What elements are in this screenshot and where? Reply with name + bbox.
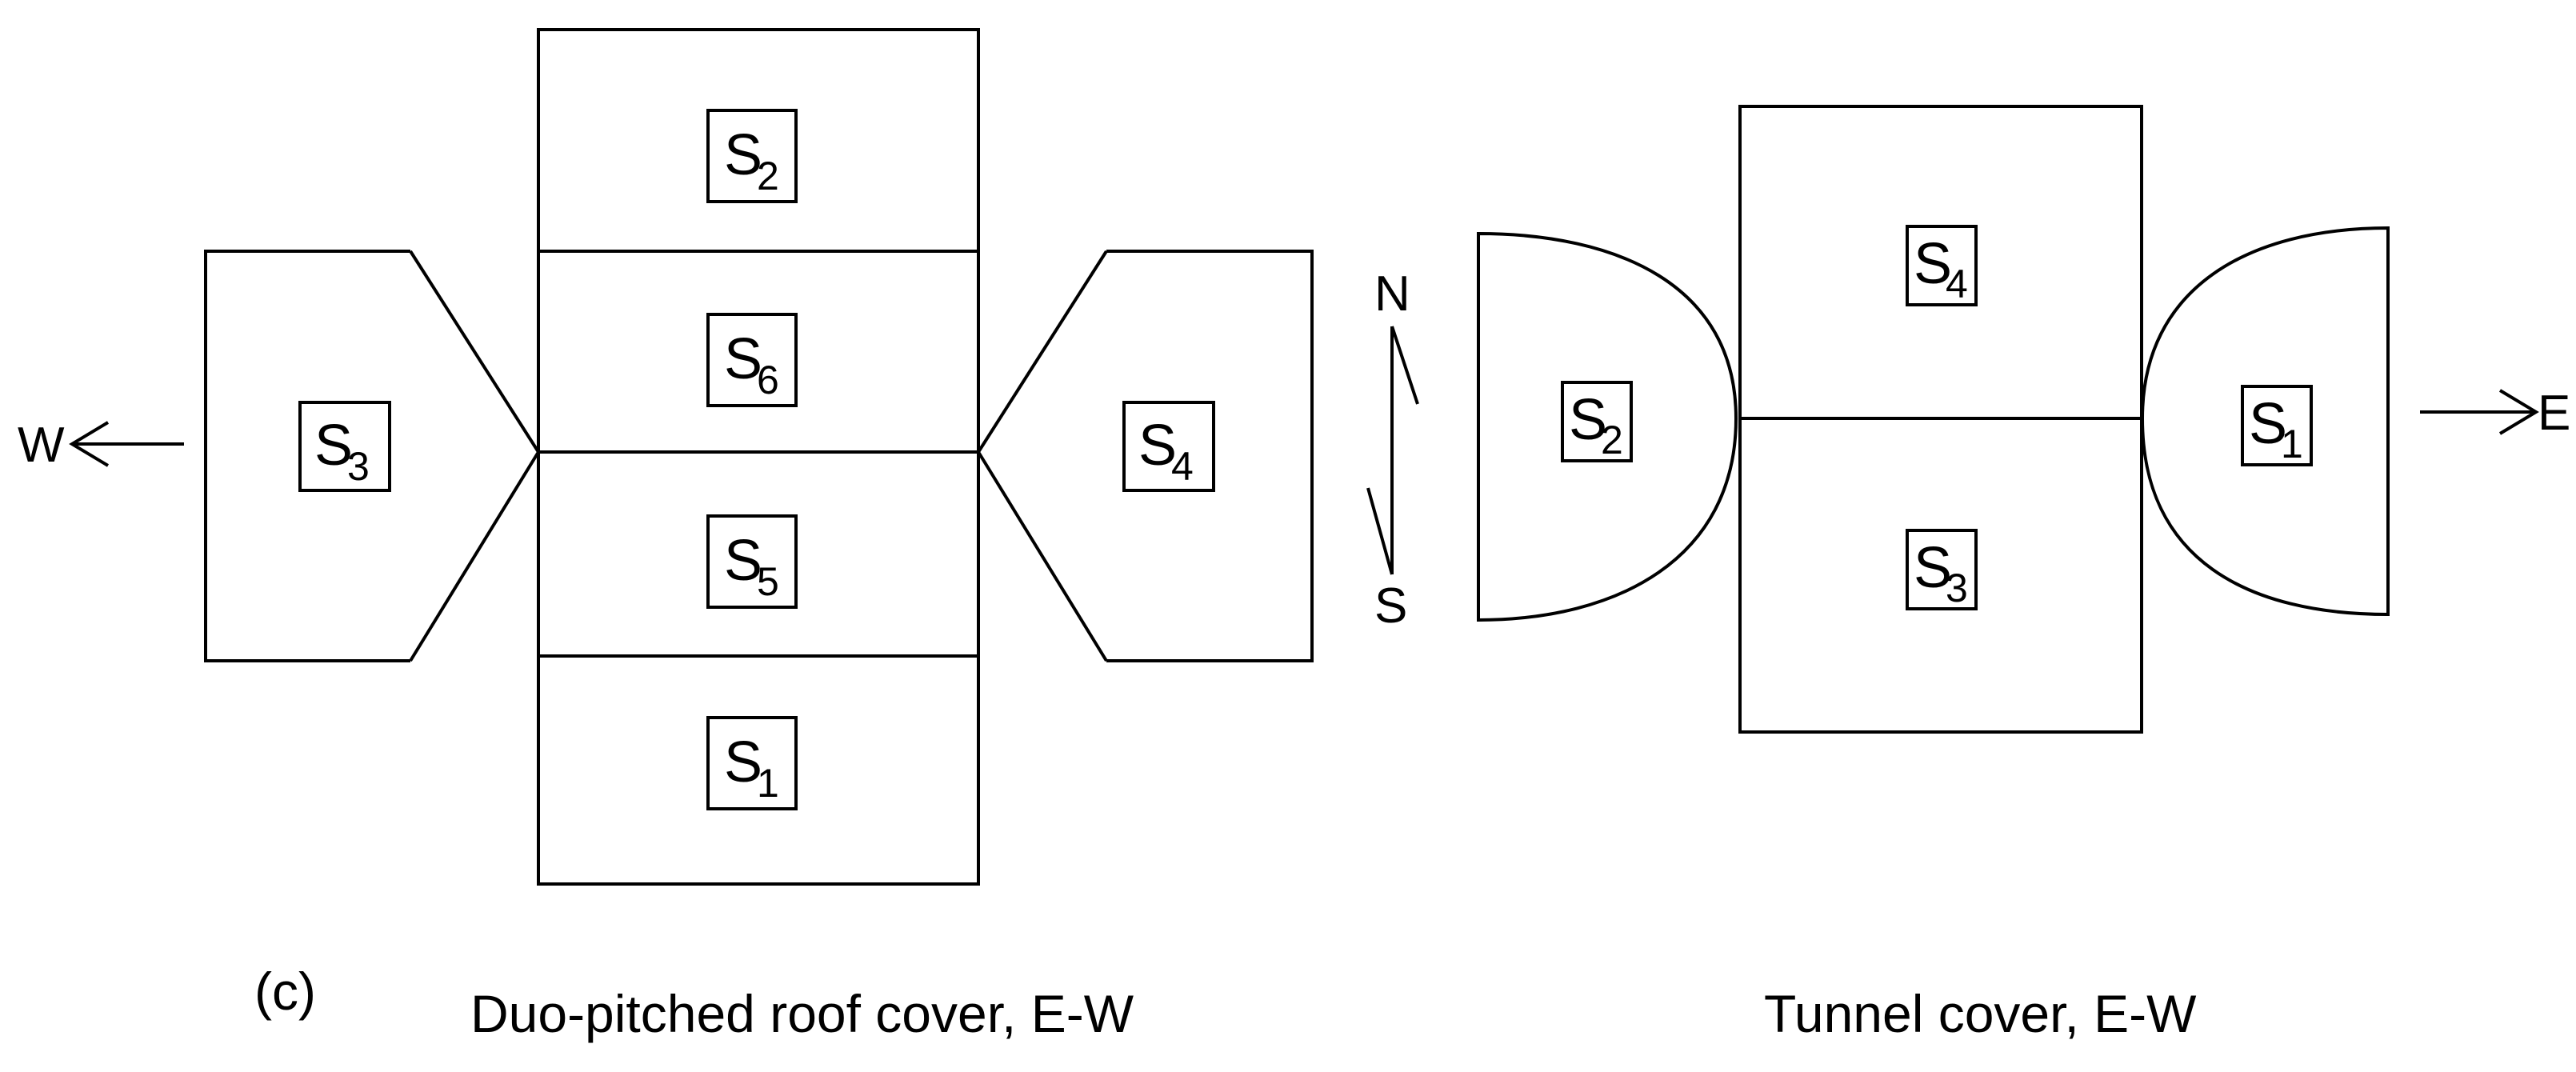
svg-text:2: 2 [1601, 418, 1623, 462]
svg-text:4: 4 [1171, 444, 1194, 489]
duo-pitched-caption: Duo-pitched roof cover, E-W [470, 984, 1134, 1043]
svg-text:1: 1 [2281, 422, 2303, 466]
svg-text:1: 1 [757, 761, 779, 806]
compass-south-tick [1366, 487, 1394, 575]
tunnel-surface-bottom-label: S 3 [1906, 529, 1978, 610]
svg-text:S: S [2249, 392, 2287, 456]
compass-south-label: S [1374, 578, 1407, 634]
svg-text:2: 2 [757, 154, 779, 198]
svg-text:S: S [314, 414, 353, 478]
west-gable-upper-edge [409, 250, 540, 454]
compass-north-label: N [1374, 266, 1410, 322]
svg-text:3: 3 [1946, 566, 1968, 610]
svg-text:S: S [1569, 388, 1607, 452]
svg-text:S: S [724, 327, 762, 391]
west-gable-lower-edge [409, 450, 540, 662]
roof-central-strip [537, 28, 980, 886]
duo-pitched-roof-panel: S 2 S 6 S 5 S 1 S 3 S 4 [18, 28, 1314, 1043]
tunnel-caption: Tunnel cover, E-W [1764, 984, 2197, 1043]
svg-text:S: S [1914, 536, 1952, 600]
tunnel-cover-panel: S 4 S 3 S 2 S 1 E Tunnel cover, E-W [1477, 105, 2570, 1043]
east-gable-outline [1106, 250, 1314, 662]
tunnel-west-end [1477, 231, 1738, 622]
tunnel-surface-east-end-label: S 1 [2241, 385, 2313, 466]
svg-text:S: S [724, 123, 762, 187]
tunnel-east-end [2140, 226, 2390, 617]
roof-surface-bottom-label: S 1 [706, 716, 798, 810]
west-gable-outline [204, 250, 410, 662]
west-label: W [18, 418, 65, 473]
west-direction-arrow: W [18, 418, 184, 473]
compass-north-tick [1390, 326, 1419, 405]
roof-surface-west-end-label: S 3 [298, 401, 391, 492]
svg-text:S: S [1914, 232, 1952, 296]
east-direction-arrow: E [2420, 386, 2570, 441]
svg-text:S: S [1138, 414, 1177, 478]
tunnel-surface-top-label: S 4 [1906, 225, 1978, 306]
figure-label: (c) [254, 962, 316, 1021]
svg-text:S: S [724, 529, 762, 593]
svg-text:S: S [724, 730, 762, 794]
east-label: E [2538, 386, 2570, 441]
roof-surface-top-label: S 2 [706, 109, 798, 203]
svg-text:4: 4 [1946, 262, 1968, 306]
east-gable-lower-edge [977, 450, 1108, 662]
roof-surface-upper-middle-label: S 6 [706, 313, 798, 407]
tunnel-surface-west-end-label: S 2 [1561, 381, 1633, 462]
svg-text:3: 3 [347, 444, 370, 489]
svg-text:6: 6 [757, 358, 779, 402]
roof-surface-east-end-label: S 4 [1122, 401, 1215, 492]
roof-surface-lower-middle-label: S 5 [706, 514, 798, 609]
east-gable-upper-edge [977, 250, 1108, 454]
svg-text:5: 5 [757, 559, 779, 604]
north-south-compass: N S [1366, 266, 1419, 634]
